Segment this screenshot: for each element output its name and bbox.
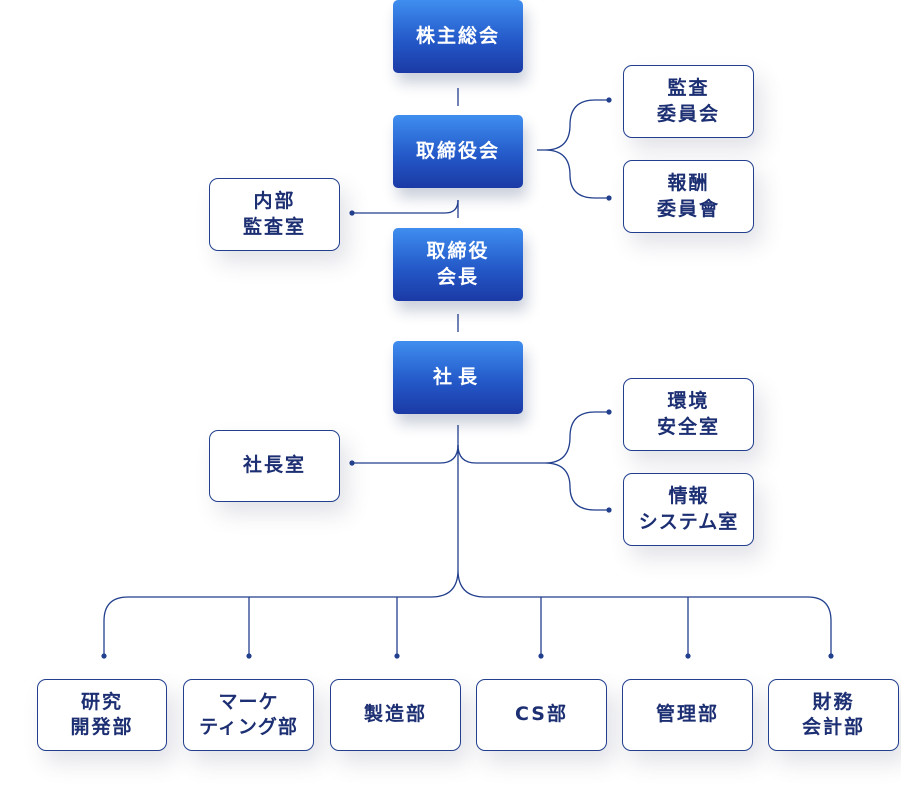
dot-info-systems: [606, 507, 612, 513]
node-president-office: 社長室: [209, 430, 340, 502]
dot-environment-safety: [606, 409, 612, 415]
dot-president-office: [349, 460, 355, 466]
node-label-line2: 安全室: [656, 415, 720, 438]
line-internal-audit: [353, 199, 459, 214]
dot-internal-audit: [349, 210, 355, 216]
node-label-line1: 研究: [80, 690, 123, 713]
node-cs: CS部: [476, 679, 607, 751]
node-compensation-committee: 報酬 委員會: [623, 160, 754, 233]
node-label-line2: 委員會: [656, 197, 720, 220]
node-marketing: マーケ ティング部: [183, 679, 314, 751]
node-label-line1: 環境: [667, 390, 710, 413]
node-label: 取締役会: [415, 139, 500, 162]
node-management: 管理部: [622, 679, 753, 751]
dot-compensation-committee: [606, 195, 612, 201]
node-label-line2: 監査室: [242, 215, 306, 238]
line-board-committees: [537, 99, 608, 199]
node-label: 管理部: [655, 703, 719, 726]
node-label-line1: 監査: [667, 77, 710, 100]
node-label-line1: 取締役: [426, 240, 490, 263]
node-label: 社長室: [242, 454, 306, 477]
dot-finance: [828, 653, 834, 659]
node-label-line2: ティング部: [199, 716, 298, 738]
node-label-line1: 情報: [668, 485, 709, 508]
dot-cs: [538, 653, 544, 659]
dot-marketing: [246, 653, 252, 659]
node-environment-safety: 環境 安全室: [623, 378, 754, 451]
node-label-line1: 財務: [812, 690, 855, 713]
node-finance: 財務 会計部: [768, 679, 899, 751]
node-label-line2: 会長: [436, 265, 479, 288]
node-label: 製造部: [363, 703, 427, 726]
node-label-line1: マーケ: [218, 690, 279, 713]
node-internal-audit: 内部 監査室: [209, 178, 340, 251]
node-label-line1: 内部: [253, 190, 296, 213]
node-rnd: 研究 開発部: [37, 679, 167, 751]
dot-manufacturing: [394, 653, 400, 659]
dot-management: [685, 653, 691, 659]
node-shareholders-meeting: 株主総会: [393, 0, 523, 73]
node-label-line2: システム室: [638, 510, 739, 533]
line-department-bus: [103, 569, 832, 655]
node-label-line2: 委員会: [656, 102, 720, 125]
node-label: 株主総会: [415, 24, 500, 47]
dot-rnd: [101, 653, 107, 659]
node-audit-committee: 監査 委員会: [623, 65, 754, 138]
node-info-systems: 情報 システム室: [623, 473, 754, 546]
node-label: 社長: [432, 365, 483, 388]
node-label-line2: 会計部: [801, 716, 865, 738]
node-label: CS部: [515, 703, 568, 726]
node-president: 社長: [393, 341, 523, 414]
node-manufacturing: 製造部: [330, 679, 461, 751]
node-label-line2: 開発部: [70, 716, 134, 738]
line-president-office: [353, 444, 459, 464]
dot-audit-committee: [606, 97, 612, 103]
line-president-staff: [457, 411, 608, 511]
node-label-line1: 報酬: [667, 172, 710, 195]
node-board-of-directors: 取締役会: [393, 115, 523, 188]
node-chairman: 取締役 会長: [393, 228, 523, 301]
